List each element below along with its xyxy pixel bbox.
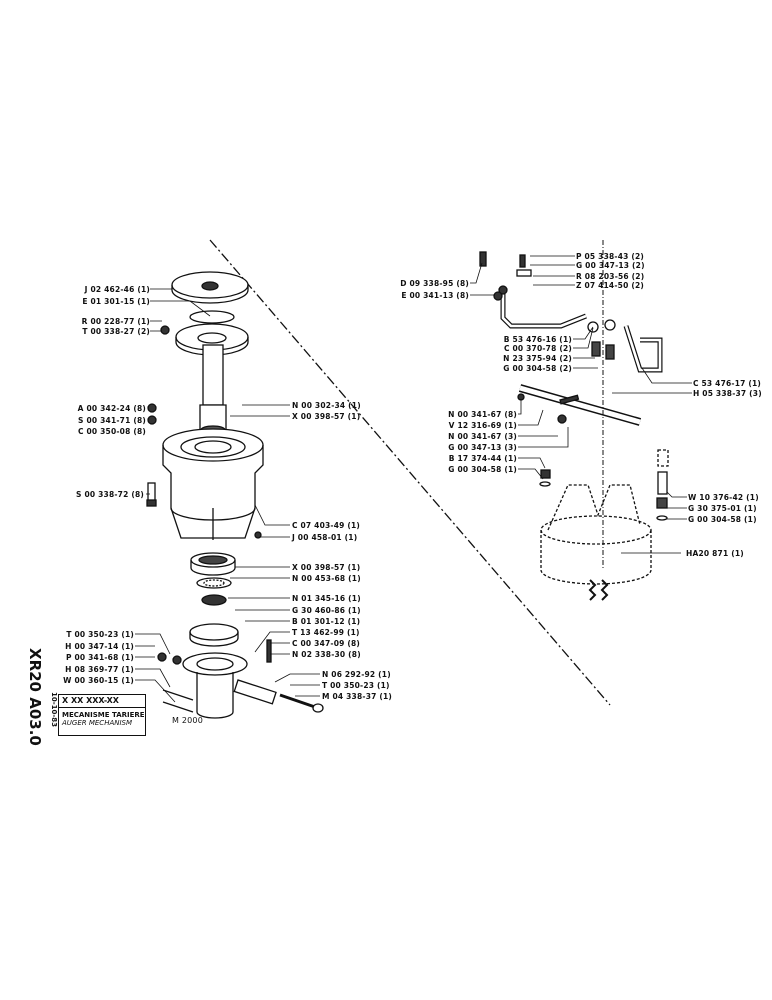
part-label: X 00 398-57 (1) [292,563,361,572]
drawing-reference: XR20 A03.0 [26,648,44,746]
part-label: B 17 374-44 (1) [448,454,517,463]
part-label: T 00 350-23 (1) [322,681,390,690]
part-label: G 30 460-86 (1) [292,606,361,615]
part-label: N 00 453-68 (1) [292,574,361,583]
part-label: H 08 369-77 (1) [65,665,134,674]
part-label: W 10 376-42 (1) [688,493,759,502]
part-label: B 01 301-12 (1) [292,617,361,626]
part-label: S 00 341-71 (8) [78,416,146,425]
part-label: G 00 304-58 (1) [448,465,517,474]
part-label: N 02 338-30 (8) [292,650,361,659]
part-label: N 06 292-92 (1) [322,670,391,679]
part-label: J 00 458-01 (1) [292,533,358,542]
part-label: N 23 375-94 (2) [503,354,572,363]
part-label: A 00 342-24 (8) [77,404,146,413]
part-label: N 00 341-67 (3) [448,432,517,441]
part-label: HA20 871 (1) [686,549,744,558]
part-label: G 30 375-01 (1) [688,504,757,513]
part-label: G 00 347-13 (3) [448,443,517,452]
part-label: P 00 341-68 (1) [65,653,134,662]
part-label: C 00 347-09 (8) [292,639,361,648]
part-label: W 00 360-15 (1) [63,676,134,685]
drawing-date: 10-10-83 [50,692,58,728]
title-block: X XX XXX-XX MECANISME TARIERE AUGER MECH… [58,694,146,736]
part-label: T 00 338-27 (2) [82,327,150,336]
part-label: G 00 347-13 (2) [576,261,645,270]
part-label: C 00 350-08 (8) [77,427,146,436]
part-label: J 02 462-46 (1) [84,285,150,294]
part-label: P 05 338-43 (2) [576,252,645,261]
hydraulic-assembly-drawing [479,240,669,601]
divider-line [209,239,611,706]
part-label: G 00 304-58 (1) [688,515,757,524]
model-number: M 2000 [172,716,204,725]
part-label: D 09 338-95 (8) [400,279,469,288]
part-label: H 00 347-14 (1) [65,642,134,651]
part-label: T 00 350-23 (1) [66,630,134,639]
part-label: C 00 370-78 (2) [503,344,572,353]
auger-mechanism-drawing [146,271,324,719]
part-label: N 00 341-67 (8) [448,410,517,419]
part-label: R 08 203-56 (2) [576,272,645,281]
title-english: AUGER MECHANISM [62,719,133,727]
part-label: C 07 403-49 (1) [292,521,361,530]
part-label: H 05 338-37 (3) [693,389,762,398]
part-label: M 04 338-37 (1) [322,692,393,701]
part-label: S 00 338-72 (8) [76,490,144,499]
part-label: N 01 345-16 (1) [292,594,361,603]
part-label: R 00 228-77 (1) [81,317,150,326]
part-label: X 00 398-57 (1) [292,412,361,421]
title-french: MECANISME TARIERE [62,711,145,719]
part-label: V 12 316-69 (1) [448,421,517,430]
part-label: E 00 341-13 (8) [401,291,469,300]
part-code: X XX XXX-XX [59,695,145,708]
part-label: C 53 476-17 (1) [693,379,762,388]
part-label: Z 07 414-50 (2) [576,281,644,290]
part-label: E 01 301-15 (1) [82,297,150,306]
part-label: T 13 462-99 (1) [292,628,360,637]
part-label: N 00 302-34 (1) [292,401,361,410]
part-label: G 00 304-58 (2) [503,364,572,373]
part-label: B 53 476-16 (1) [503,335,572,344]
